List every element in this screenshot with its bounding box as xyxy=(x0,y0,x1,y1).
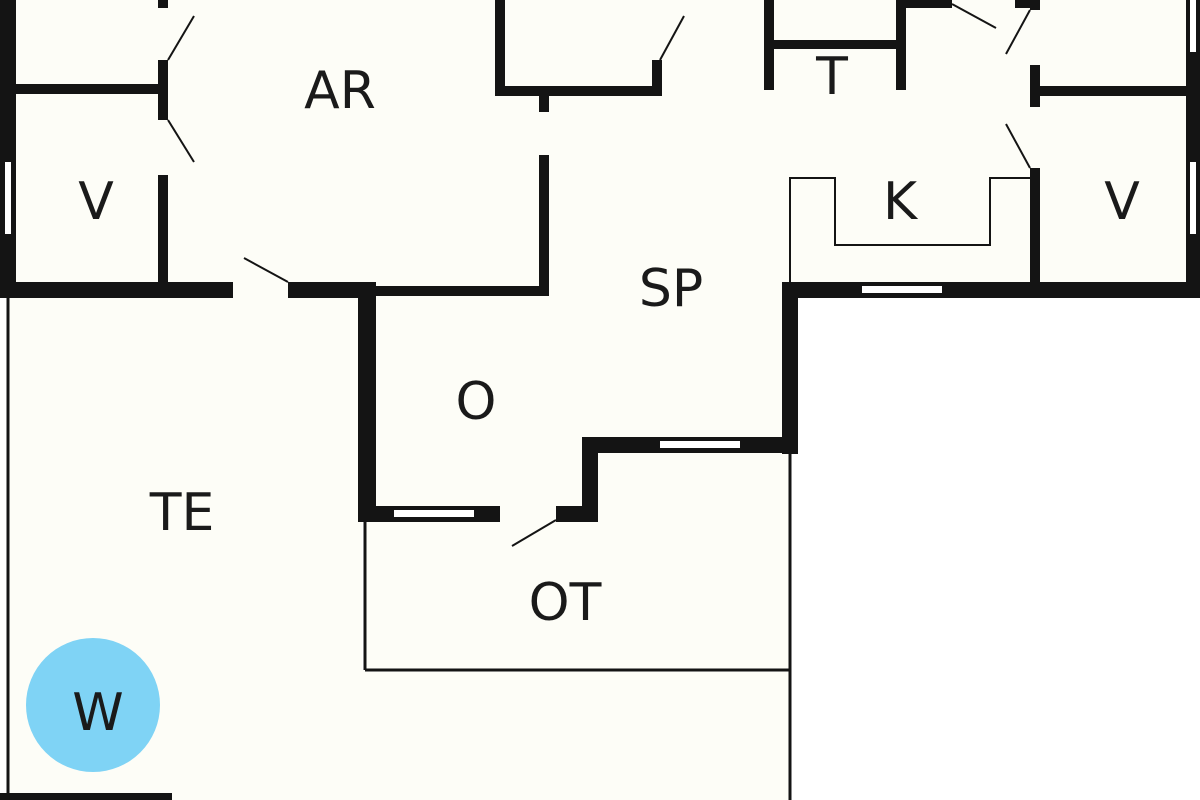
outdoor-terrace-floor xyxy=(366,452,790,670)
badge-label: W xyxy=(72,683,123,743)
wall xyxy=(906,0,952,8)
room-labels: AR V T K V SP O TE OT xyxy=(78,47,1140,633)
wall xyxy=(158,0,168,8)
wall xyxy=(158,60,168,120)
doors xyxy=(167,3,1031,547)
room-label-ot: OT xyxy=(529,573,602,633)
door-swing xyxy=(167,15,195,61)
door-swing xyxy=(659,15,685,61)
wall xyxy=(1030,168,1040,296)
room-label-sp: SP xyxy=(639,259,703,319)
wall xyxy=(539,155,549,296)
door-swing xyxy=(1005,123,1031,169)
wall xyxy=(1015,0,1037,8)
wall xyxy=(782,282,798,454)
wall xyxy=(1030,0,1040,10)
wall xyxy=(288,282,376,298)
wall xyxy=(495,86,660,96)
window-pane xyxy=(1190,162,1196,234)
door-opening xyxy=(500,506,556,522)
wall xyxy=(16,84,166,94)
wall xyxy=(764,40,904,49)
room-label-v-right: V xyxy=(1104,172,1140,232)
room-label-o: O xyxy=(456,372,497,432)
room-label-v-left: V xyxy=(78,172,114,232)
w-badge: W xyxy=(26,638,160,772)
wall xyxy=(0,282,233,298)
room-label-k: K xyxy=(883,172,919,232)
interior-floor xyxy=(0,0,1200,515)
windows xyxy=(5,0,1196,517)
wall xyxy=(158,175,168,293)
kitchen-counter xyxy=(789,177,1030,282)
door-swing xyxy=(511,519,557,547)
door-swing xyxy=(951,3,997,29)
wall xyxy=(1030,65,1040,107)
window xyxy=(862,286,942,293)
window-pane xyxy=(5,162,11,234)
window-pane xyxy=(1190,0,1196,52)
wall xyxy=(896,0,906,90)
window xyxy=(660,441,740,448)
door-opening xyxy=(233,282,288,298)
wall xyxy=(782,282,1200,298)
door-swing xyxy=(243,257,289,283)
door-swing xyxy=(167,119,195,163)
wall xyxy=(1036,86,1200,96)
wall xyxy=(0,793,172,800)
wall xyxy=(652,60,662,96)
room-label-t: T xyxy=(815,47,848,107)
wall xyxy=(582,437,598,522)
wall xyxy=(0,0,16,298)
window xyxy=(394,510,474,517)
terrace-floor xyxy=(8,296,790,800)
room-label-ar: AR xyxy=(304,61,376,121)
wall xyxy=(376,286,548,296)
door-swing xyxy=(1005,9,1031,55)
wall xyxy=(556,506,598,522)
badge-circle xyxy=(26,638,160,772)
wall xyxy=(495,0,505,95)
room-label-te: TE xyxy=(149,483,215,543)
wall xyxy=(539,92,549,112)
wall xyxy=(358,282,376,522)
thin-lines xyxy=(6,177,1030,800)
